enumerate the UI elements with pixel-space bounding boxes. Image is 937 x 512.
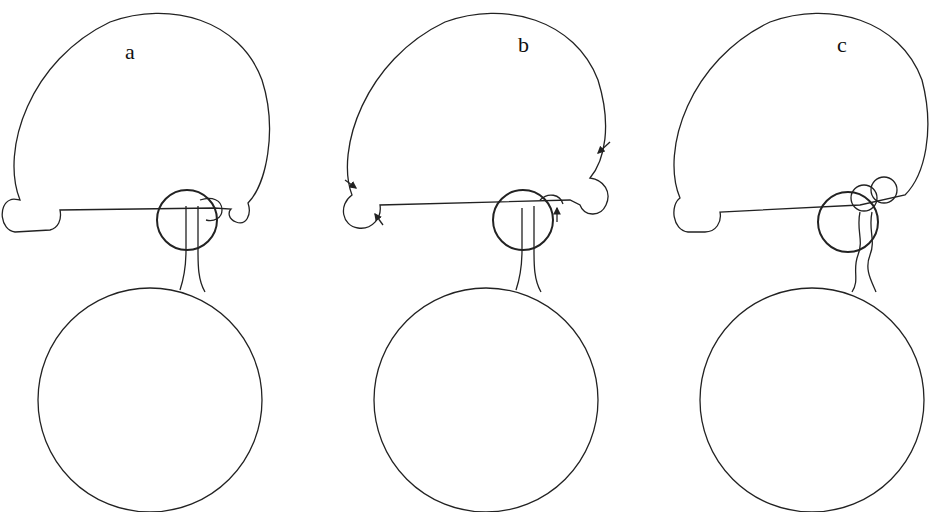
figure-letter: c <box>837 34 847 56</box>
figure-a <box>2 13 269 512</box>
figure-letter: a <box>125 41 135 63</box>
figure-c <box>674 13 928 512</box>
figure-letter: b <box>518 34 529 56</box>
figure-b <box>343 13 610 512</box>
